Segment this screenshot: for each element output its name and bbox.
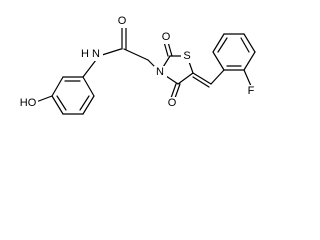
bond-fluorophenyl-inner-2 [240, 37, 250, 53]
atom-bg-h-amide [80, 48, 90, 61]
atom-bg-f [246, 85, 256, 98]
bond-phenol-2 [51, 76, 64, 97]
atom-bg-s-ring [181, 50, 193, 63]
atom-bg-n-ring [154, 66, 167, 79]
atom-o-amide: O [118, 15, 127, 27]
bond-phenol-inner-2 [56, 95, 67, 111]
atom-bg-o-ring-bottom [166, 97, 178, 110]
atom-n-amide: N [92, 48, 100, 60]
atom-n-ring: N [156, 66, 164, 78]
bond-ring-co-top-2 [167, 41, 173, 57]
bond-n-c-amide [101, 48, 122, 56]
bond-fluorophenyl-3 [243, 33, 256, 53]
atom-s-ring: S [183, 50, 190, 62]
bond-phenol-inner-3 [79, 95, 90, 111]
bond-benzylidene-link [210, 69, 225, 85]
molecule-diagram: O N H N S O O F HO [18, 15, 256, 115]
bond-fluorophenyl-2 [243, 51, 256, 71]
bond-ring-c5-c4 [177, 72, 194, 85]
atom-ho: HO [20, 97, 37, 109]
bond-fluorophenyl-inner-3 [217, 37, 228, 53]
bond-n-aryl [82, 59, 97, 78]
atom-f: F [248, 85, 255, 97]
atom-bg-n-amide [90, 48, 103, 61]
bond-phenol-oh [35, 95, 53, 103]
bond-phenol-3 [51, 95, 64, 115]
bond-lines [35, 25, 256, 115]
atom-bg-ho [18, 97, 38, 110]
atom-o-ring-bottom: O [168, 97, 177, 109]
bond-ring-co-bottom-1 [170, 83, 177, 99]
atom-bg-o-ring-top [160, 31, 172, 44]
atom-o-ring-top: O [162, 31, 171, 43]
bond-c-ch2 [123, 48, 149, 61]
bond-fluorophenyl-6 [212, 51, 225, 71]
bond-exocyclic-1 [192, 72, 212, 85]
atom-h-amide: H [81, 48, 89, 60]
bond-exocyclic-2 [192, 76, 210, 88]
bond-ring-co-top-1 [163, 41, 169, 57]
bond-phenol-6 [82, 76, 95, 97]
bond-phenol-5 [82, 95, 95, 115]
bond-ring-co-bottom-2 [174, 83, 181, 99]
bond-aryl-f [243, 69, 252, 87]
atom-labels: O N H N S O O F HO [18, 15, 256, 110]
bond-fluorophenyl-5 [212, 33, 225, 53]
atom-bg-o-amide [116, 15, 128, 28]
